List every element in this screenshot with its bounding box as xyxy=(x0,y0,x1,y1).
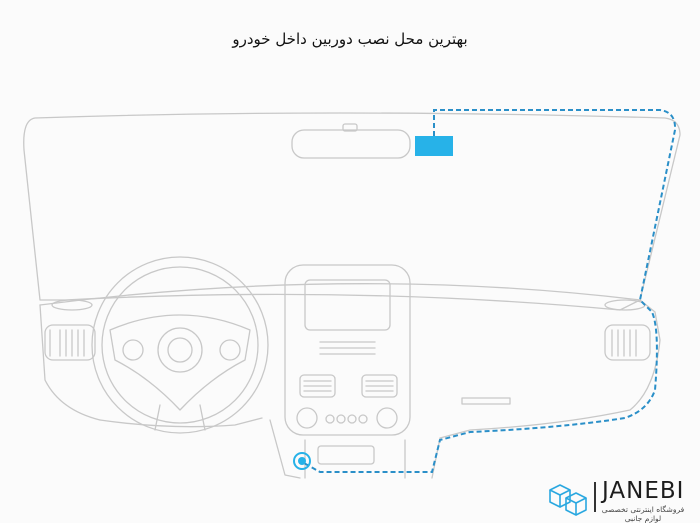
brand-tagline: فروشگاه اینترنتی تخصصی لوازم جانبی xyxy=(601,505,685,523)
power-socket xyxy=(293,452,311,470)
brand-name: JANEBI xyxy=(602,478,685,504)
rear-view-mirror xyxy=(291,129,411,159)
right-air-vent xyxy=(604,324,651,361)
dashcam-marker xyxy=(415,136,453,156)
janebi-logo: JANEBI فروشگاه اینترنتی تخصصی لوازم جانب… xyxy=(540,478,690,523)
dashboard-top xyxy=(39,283,661,479)
cube-logo-icon xyxy=(549,484,587,516)
logo-divider xyxy=(594,482,596,512)
infotainment-screen xyxy=(304,279,391,331)
center-console xyxy=(284,264,411,436)
steering-wheel xyxy=(91,256,269,434)
left-air-vent xyxy=(44,324,96,361)
page-title: بهترین محل نصب دوربین داخل خودرو xyxy=(232,30,468,48)
dashcam-cable-route xyxy=(301,109,677,473)
